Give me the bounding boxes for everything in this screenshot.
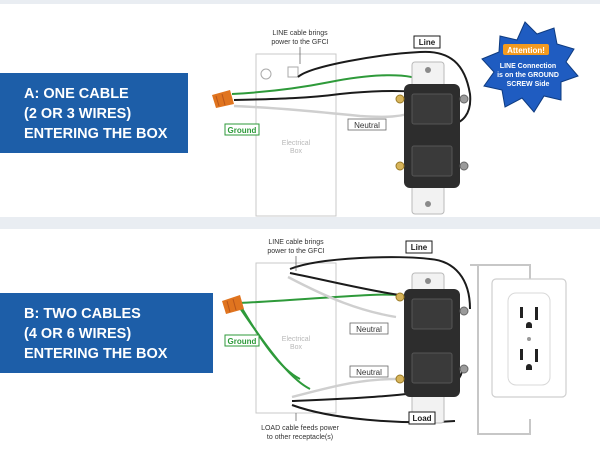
panel-b-title-line-3: ENTERING THE BOX bbox=[24, 346, 168, 362]
neutral-wire-top bbox=[287, 275, 397, 319]
ground-label: Ground bbox=[228, 337, 257, 346]
attention-badge: Attention! bbox=[507, 46, 545, 55]
line-cable-note-2: power to the GFCI bbox=[267, 248, 324, 255]
panel-b-title: B: TWO CABLES (4 OR 6 WIRES) ENTERING TH… bbox=[0, 293, 213, 373]
attention-line-3: SCREW Side bbox=[507, 81, 550, 88]
load-feed-cable bbox=[470, 264, 531, 435]
line-label-box bbox=[405, 240, 433, 254]
ground-label-box bbox=[224, 334, 260, 347]
line-cable-note-2: power to the GFCI bbox=[271, 39, 328, 46]
neutral-label-top: Neutral bbox=[356, 325, 382, 334]
panel-a-title-line-1: A: ONE CABLE bbox=[24, 86, 129, 102]
line-cable-note-1: LINE cable brings bbox=[272, 30, 328, 37]
neutral-label: Neutral bbox=[354, 121, 380, 130]
box-label-2: Box bbox=[290, 148, 303, 155]
line-label: Line bbox=[419, 38, 436, 47]
neutral-label-box bbox=[347, 118, 387, 131]
panel-a-title-line-2: (2 OR 3 WIRES) bbox=[24, 106, 132, 122]
line-label-box bbox=[413, 35, 441, 49]
load-label-box bbox=[408, 411, 436, 425]
wire-nut-icon bbox=[222, 295, 244, 314]
load-cable-note-2: to other receptacle(s) bbox=[267, 434, 333, 441]
line-label: Line bbox=[411, 243, 428, 252]
ground-screw-icon bbox=[260, 68, 272, 80]
load-cable-note-1: LOAD cable feeds power bbox=[261, 425, 339, 432]
wire-nut-icon bbox=[212, 90, 234, 108]
panel-a-wiring-diagram: Electrical Box LINE cable bbox=[212, 21, 579, 217]
box-label-1: Electrical bbox=[282, 140, 311, 147]
load-label: Load bbox=[412, 414, 431, 423]
line-cable-wire bbox=[289, 256, 471, 310]
attention-starburst: Attention! LINE Connection is on the GRO… bbox=[481, 21, 579, 113]
gfci-receptacle bbox=[395, 272, 469, 424]
attention-line-2: is on the GROUND bbox=[497, 72, 559, 79]
ground-label-box bbox=[224, 123, 260, 136]
box-label-1: Electrical bbox=[282, 336, 311, 343]
line-cable-note-1: LINE cable brings bbox=[268, 239, 324, 246]
load-feed-cable-top bbox=[478, 264, 531, 279]
ground-wire bbox=[231, 74, 426, 95]
panel-b-wiring-diagram: Electrical Box bbox=[222, 239, 567, 441]
gfci-receptacle bbox=[395, 61, 469, 215]
panel-b-title-line-1: B: TWO CABLES bbox=[24, 306, 141, 322]
panel-a-title-line-3: ENTERING THE BOX bbox=[24, 126, 168, 142]
ground-wire-3 bbox=[239, 307, 311, 390]
neutral-label-bottom: Neutral bbox=[356, 368, 382, 377]
neutral-wire bbox=[233, 104, 409, 119]
hot-wire bbox=[289, 272, 401, 296]
knockout-icon bbox=[287, 66, 299, 78]
panel-a-title: A: ONE CABLE (2 OR 3 WIRES) ENTERING THE… bbox=[0, 73, 188, 153]
neutral-label-top-box bbox=[349, 322, 389, 335]
panel-one-cable: A: ONE CABLE (2 OR 3 WIRES) ENTERING THE… bbox=[0, 4, 600, 217]
panel-two-cables: B: TWO CABLES (4 OR 6 WIRES) ENTERING TH… bbox=[0, 229, 600, 450]
box-label-2: Box bbox=[290, 344, 303, 351]
line-cable-wire bbox=[297, 50, 472, 125]
downstream-receptacle bbox=[491, 278, 567, 398]
ground-label: Ground bbox=[228, 126, 257, 135]
attention-line-1: LINE Connection bbox=[500, 63, 556, 70]
neutral-label-bottom-box bbox=[349, 365, 389, 378]
neutral-wire-bottom bbox=[291, 377, 397, 399]
panel-b-title-line-2: (4 OR 6 WIRES) bbox=[24, 326, 132, 342]
